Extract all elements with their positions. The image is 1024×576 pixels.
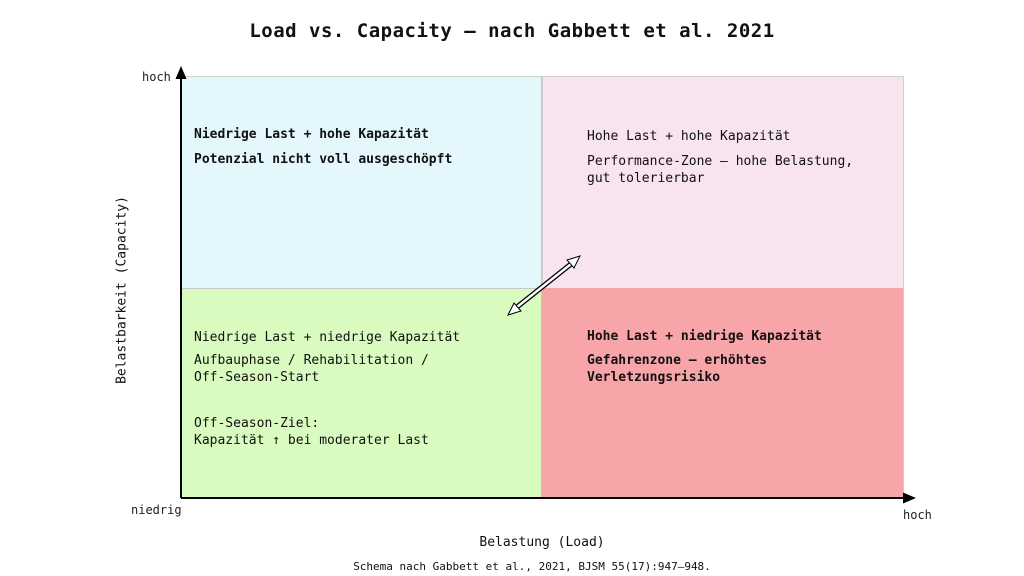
quadrant-br-heading: Hohe Last + niedrige Kapazität: [587, 329, 822, 344]
quadrant-bl-goal: Off-Season-Ziel: Kapazität ↑ bei moderat…: [194, 416, 429, 448]
quadrant-br-description: Gefahrenzone – erhöhtes Verletzungsrisik…: [587, 353, 768, 385]
quadrant-tl-description: Potenzial nicht voll ausgeschöpft: [194, 152, 453, 167]
x-axis-label: Belastung (Load): [479, 535, 605, 550]
y-axis-arrowhead: [175, 66, 187, 79]
quadrant-tr-heading: Hohe Last + hohe Kapazität: [587, 129, 791, 144]
origin-low-label: niedrig: [131, 503, 182, 517]
diagram-title: Load vs. Capacity – nach Gabbett et al. …: [249, 20, 775, 42]
source-citation: Schema nach Gabbett et al., 2021, BJSM 5…: [353, 560, 711, 573]
y-axis-high-label: hoch: [142, 70, 171, 84]
quadrant-low-load-low-capacity: [181, 288, 542, 498]
quadrant-tl-heading: Niedrige Last + hohe Kapazität: [194, 127, 429, 142]
quadrant-low-load-high-capacity: [181, 76, 542, 288]
x-axis-arrowhead: [903, 492, 916, 504]
quadrant-high-load-high-capacity: [542, 76, 904, 288]
quadrant-high-load-low-capacity: [542, 288, 904, 498]
quadrant-bl-heading: Niedrige Last + niedrige Kapazität: [194, 330, 461, 345]
quadrant-bl-description: Aufbauphase / Rehabilitation / Off-Seaso…: [194, 353, 429, 385]
y-axis-label: Belastbarkeit (Capacity): [114, 196, 130, 384]
transition-double-arrow: [507, 255, 581, 316]
x-axis-high-label: hoch: [903, 508, 932, 522]
quadrant-tr-description: Performance-Zone – hohe Belastung, gut t…: [587, 154, 854, 186]
